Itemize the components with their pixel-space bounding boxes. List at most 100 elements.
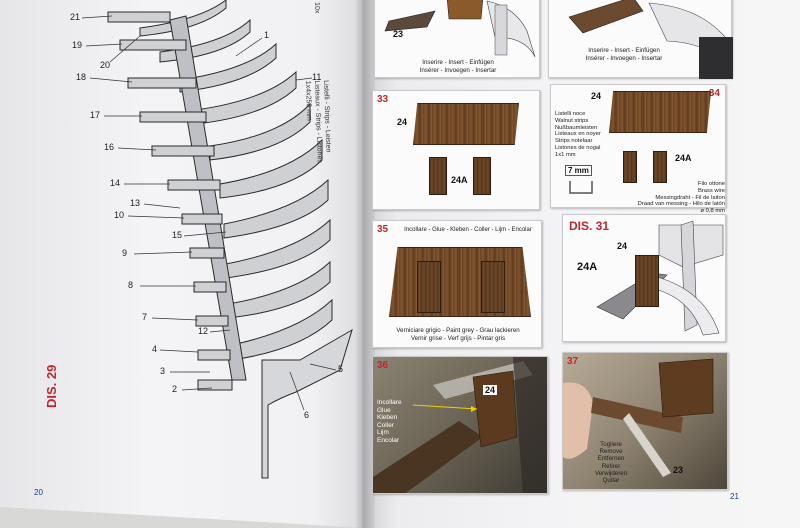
part-24-label-34: 24 — [591, 91, 602, 101]
page-gutter — [355, 0, 375, 528]
part-24a-label: 24A — [451, 175, 468, 185]
brass-wire-line3: Messingdraht - Fil de laiton — [655, 194, 725, 201]
panel-dis-31: DIS. 31 24 24A — [562, 214, 726, 342]
mm-label: 7 mm — [565, 165, 592, 176]
callout-7: 7 — [142, 312, 148, 322]
remove-37-line5: Verwijderen — [594, 469, 628, 477]
insert-caption-left-line1: Inserire - Insert - Einfügen — [422, 59, 494, 66]
remove-37-line4: Retirer — [601, 462, 621, 470]
part-24a-label-dis31: 24A — [577, 261, 598, 273]
photo-36-illustration — [373, 357, 547, 493]
door-right-24a-34 — [653, 151, 667, 183]
walnut-strips-caption: Listelli noce Walnut strips Nußbaumleist… — [555, 111, 617, 159]
page-number-left: 20 — [34, 488, 43, 497]
walnut-strips-line7: 1x1 mm — [555, 151, 576, 158]
brass-wire-caption: Filo ottone Brass wire Messingdraht - Fi… — [619, 181, 725, 215]
brass-wire-line5: ø 0,8 mm — [700, 208, 725, 215]
insert-caption-right-line1: Inserire - Insert - Einfügen — [588, 47, 660, 54]
insert-caption-left-line2: Insérer - Invoegen - Insertar — [419, 66, 497, 74]
panel-36-number: 36 — [377, 360, 389, 371]
panel-34-number: 34 — [708, 88, 720, 99]
paint-caption-line2: Vernir grise - Verf grijs - Pintar gris — [410, 334, 506, 342]
insert-caption-right-line2: Insérer - Invoegen - Insertar — [585, 54, 663, 62]
deck-piece-24-34 — [609, 91, 711, 133]
hull-frames-drawing — [81, 0, 353, 479]
callout-17: 17 — [90, 110, 101, 120]
door-right-35 — [481, 261, 505, 313]
panel-35-number: 35 — [377, 224, 389, 235]
brass-wire-line1: Filo ottone — [697, 181, 725, 187]
dis-31-label: DIS. 31 — [569, 219, 610, 233]
door-left-24a — [429, 157, 447, 195]
callout-1: 1 — [264, 30, 270, 40]
photo-37-illustration — [563, 358, 714, 477]
panel-36: 36 24 Incollare Glue Kleben Coller Lijm … — [372, 356, 548, 494]
part-23-label-37: 23 — [673, 465, 684, 475]
glue-arrow-icon — [412, 404, 478, 412]
callout-8: 8 — [128, 280, 134, 290]
walnut-strips-line2: Walnut strips — [555, 117, 589, 124]
walnut-strips-line1: Listelli noce — [555, 111, 586, 117]
remove-37-line1: Togliere — [600, 441, 622, 448]
part-24a-label-34: 24A — [675, 153, 692, 163]
part-23-label: 23 — [393, 29, 404, 39]
panel-37-number: 37 — [567, 356, 579, 367]
doors-installed-dis-31 — [635, 255, 659, 307]
glue-36-line4: Coller — [377, 421, 394, 429]
panel-33: 33 24 24A — [372, 90, 540, 210]
glue-36-line2: Glue — [377, 406, 391, 414]
insert-caption-left: Inserire - Insert - Einfügen Insérer - I… — [375, 59, 541, 74]
remove-37-line3: Entfernen — [597, 455, 625, 463]
part-24-label: 24 — [397, 117, 408, 127]
walnut-strips-line3: Nußbaumleisten — [555, 124, 598, 131]
door-left-24a-34 — [623, 151, 637, 183]
panel-insert-right: Inserire - Insert - Einfügen Insérer - I… — [548, 0, 733, 79]
panel-37: 37 23 Togliere Remove Entfernen Retirer … — [562, 352, 728, 490]
part-24-label-36: 24 — [483, 385, 498, 395]
callout-14: 14 — [110, 178, 121, 188]
brass-wire-line4: Draad van messing - Hilo de latón — [637, 201, 725, 208]
callout-5: 5 — [338, 364, 344, 374]
panel-33-number: 33 — [377, 94, 389, 105]
callout-15: 15 — [172, 230, 183, 240]
walnut-strips-line5: Strips notelaar — [555, 138, 593, 145]
callout-2: 2 — [172, 384, 178, 394]
part-24-label-dis31: 24 — [617, 241, 628, 251]
glue-caption-36: Incollare Glue Kleben Coller Lijm Encola… — [377, 399, 417, 444]
insert-caption-right: Inserire - Insert - Einfügen Insérer - I… — [549, 47, 699, 62]
insert-right-illustration — [568, 0, 733, 79]
paint-caption-35: Verniciare grigio - Paint grey - Grau la… — [373, 327, 543, 342]
callout-11: 11 — [312, 72, 322, 82]
remove-37-line6: Quitar — [602, 477, 620, 485]
glue-36-line3: Kleben — [377, 414, 398, 421]
walnut-strips-line6: Listones de nogal — [555, 144, 601, 151]
callout-9: 9 — [122, 248, 128, 258]
callout-6: 6 — [304, 410, 310, 420]
strips-quantity-label: 10x — [313, 2, 321, 14]
callout-21: 21 — [70, 12, 81, 22]
callout-16: 16 — [104, 142, 115, 152]
deck-assembly-35 — [389, 247, 531, 317]
door-left-35 — [417, 261, 441, 313]
paint-caption-line1: Verniciare grigio - Paint grey - Grau la… — [396, 327, 520, 334]
remove-caption-37: Togliere Remove Entfernen Retirer Verwij… — [583, 441, 639, 484]
brass-wire-line2: Brass wire — [697, 187, 725, 194]
section-label-dis-29: DIS. 29 — [44, 364, 59, 408]
callout-20: 20 — [100, 60, 111, 70]
door-right-24a — [473, 157, 491, 195]
glue-caption-35: Incollare - Glue - Kleben - Coller - Lij… — [404, 227, 532, 233]
callout-12: 12 — [198, 326, 209, 336]
panel-35: 35 Incollare - Glue - Kleben - Coller - … — [372, 220, 542, 348]
walnut-strips-line4: Listeaux en noyer — [555, 131, 601, 138]
panel-insert-left: 23 Inserire - Insert - Einfügen Insérer … — [374, 0, 540, 78]
callout-3: 3 — [160, 366, 166, 376]
callout-13: 13 — [130, 198, 141, 208]
strips-label: Listelli - Strips - Leisten Listeaux - S… — [303, 80, 333, 163]
remove-37-line2: Remove — [599, 448, 623, 456]
deck-piece-24 — [413, 103, 519, 145]
callout-10: 10 — [114, 210, 125, 220]
callout-4: 4 — [152, 344, 158, 354]
brass-wire-staple-icon — [569, 181, 593, 194]
page-number-right: 21 — [730, 492, 739, 501]
